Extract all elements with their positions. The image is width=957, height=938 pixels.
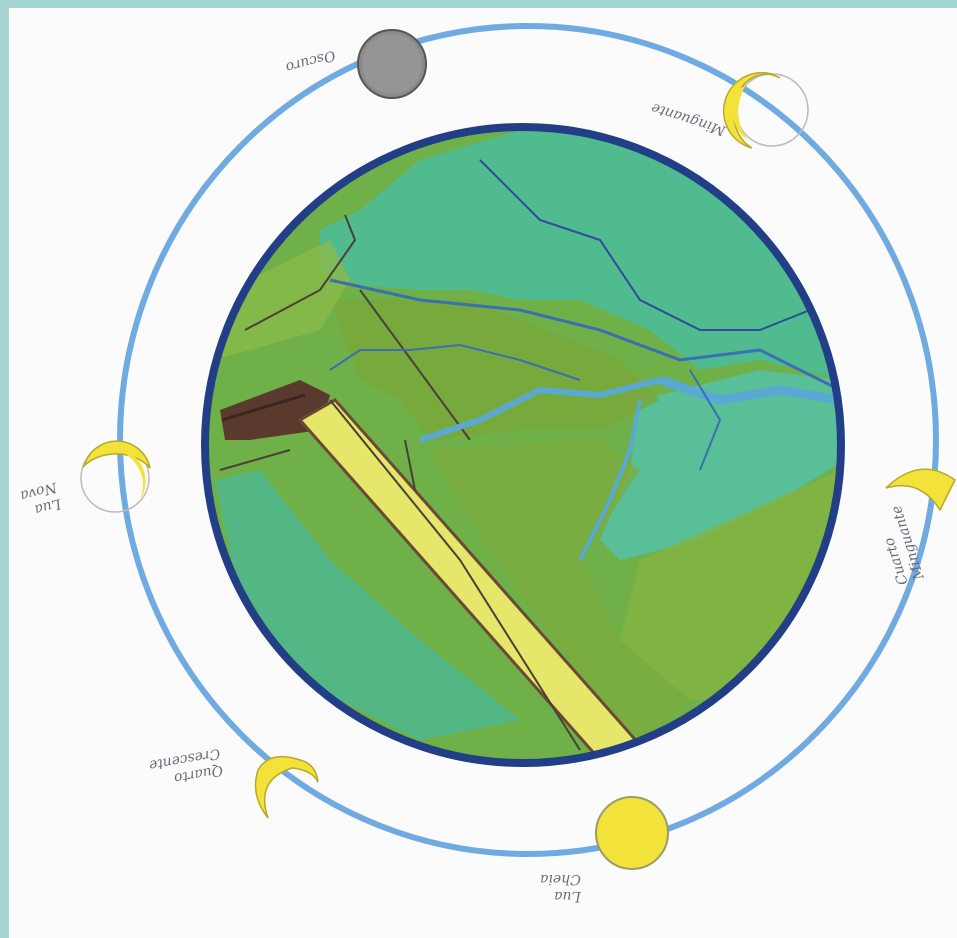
moon-lua-nova (80, 440, 151, 513)
moon-minguante (722, 71, 809, 149)
label-lua-cheia: Lua Cheia (540, 871, 581, 904)
moon-oscuro (357, 29, 427, 99)
moon-lua-cheia (595, 796, 669, 870)
earth (205, 127, 841, 763)
moon-quarto-crescente (254, 755, 319, 819)
earth-outline (201, 123, 845, 767)
orbit-ring (117, 23, 939, 857)
moon-cuarto-minguante (885, 468, 956, 512)
